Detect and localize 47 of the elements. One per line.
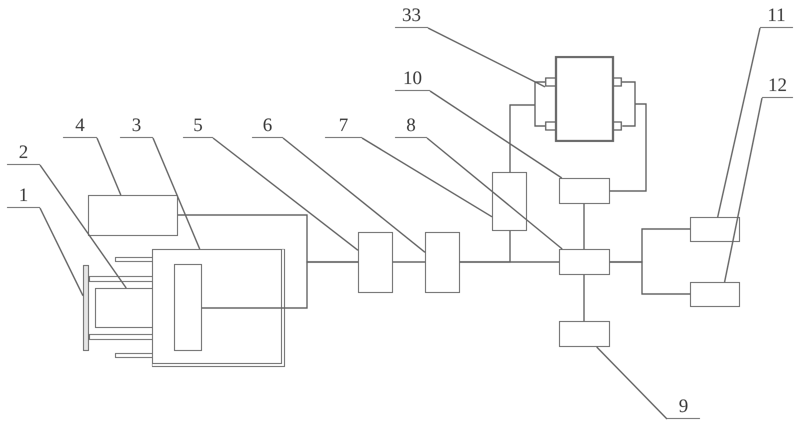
callout-number: 33 xyxy=(395,5,428,28)
callout-number: 11 xyxy=(760,5,793,28)
connecting-line xyxy=(583,204,585,249)
block-box xyxy=(492,172,527,231)
callout-number: 8 xyxy=(395,115,427,138)
block-box xyxy=(559,178,610,204)
callout-number: 7 xyxy=(325,115,362,138)
callout-number: 9 xyxy=(667,396,700,419)
connecting-line xyxy=(393,261,425,263)
callout-number: 3 xyxy=(120,115,153,138)
leader-line xyxy=(152,138,200,250)
leader-line xyxy=(96,138,122,196)
callout-number: 5 xyxy=(183,115,213,138)
leader-line xyxy=(430,90,562,179)
callout-number: 2 xyxy=(7,142,40,165)
leader-line xyxy=(724,98,763,282)
connecting-line xyxy=(610,261,690,295)
inner-frame xyxy=(95,288,153,328)
housing xyxy=(152,249,285,367)
connecting-line xyxy=(583,275,585,321)
callout-number: 6 xyxy=(252,115,283,138)
callout-number: 10 xyxy=(395,68,430,91)
block-box xyxy=(559,321,610,347)
leader-line xyxy=(717,28,761,218)
callout-number: 4 xyxy=(63,115,97,138)
block-box xyxy=(425,232,460,293)
callout-number: 1 xyxy=(7,185,40,208)
leader-line xyxy=(426,137,563,250)
leader-line xyxy=(428,27,546,88)
leader-line xyxy=(282,137,426,253)
leader-line xyxy=(212,137,358,251)
connecting-line xyxy=(609,81,647,192)
block-box xyxy=(358,232,393,293)
leader-line xyxy=(596,346,668,420)
connector-module xyxy=(545,56,622,142)
inner-block xyxy=(174,264,202,350)
block-box xyxy=(88,195,178,236)
callout-number: 12 xyxy=(762,75,793,98)
leader-line xyxy=(39,164,127,288)
connecting-line xyxy=(460,261,559,263)
flange-plate xyxy=(83,265,89,351)
leader-line xyxy=(362,137,492,218)
block-box xyxy=(559,249,610,275)
block-box xyxy=(690,282,740,307)
connecting-line xyxy=(202,261,358,309)
connecting-line xyxy=(509,81,546,173)
block-box xyxy=(690,217,740,242)
